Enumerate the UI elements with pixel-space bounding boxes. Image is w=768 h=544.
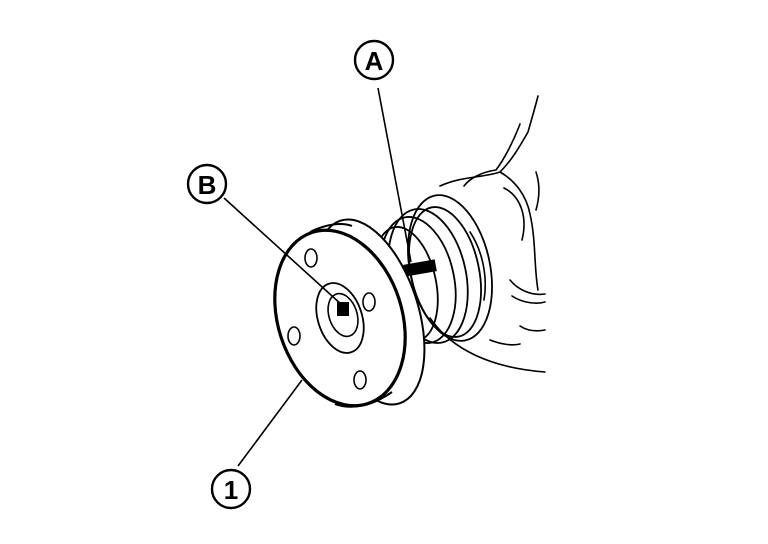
leader-1 xyxy=(237,379,303,467)
leader-b xyxy=(223,197,343,306)
bolt-hole xyxy=(362,292,376,312)
callout-1: 1 xyxy=(210,468,252,510)
bolt-hole xyxy=(287,326,301,346)
matching-mark-b xyxy=(337,302,349,316)
callout-b: B xyxy=(186,163,228,205)
callout-1-label: 1 xyxy=(224,475,238,505)
callout-b-label: B xyxy=(198,170,217,200)
leader-lines xyxy=(223,87,412,467)
leader-a xyxy=(377,87,412,263)
bolt-hole xyxy=(304,248,318,268)
callout-a: A xyxy=(353,39,395,81)
housing xyxy=(429,95,546,373)
matching-mark-a xyxy=(403,259,437,277)
callout-a-label: A xyxy=(365,46,384,76)
bolt-hole xyxy=(353,370,367,390)
